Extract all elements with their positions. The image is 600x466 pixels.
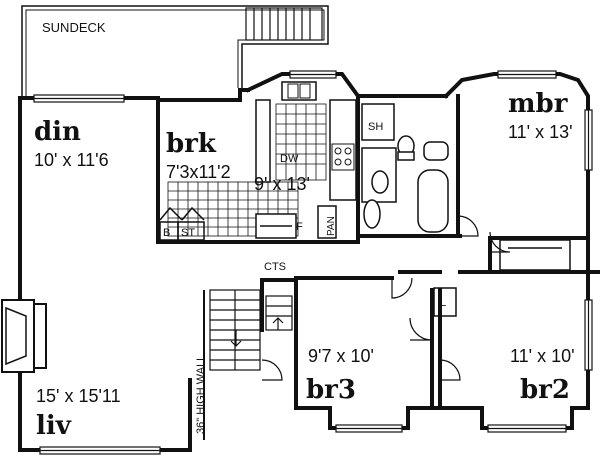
dishwasher-label: DW	[280, 153, 299, 165]
linen-label: L	[440, 297, 446, 309]
brk-name: brk	[166, 129, 217, 159]
br3-name: br3	[306, 375, 356, 405]
pantry	[317, 205, 337, 239]
windows	[33, 70, 593, 455]
sundeck	[21, 5, 329, 98]
st-label: ST	[181, 227, 195, 239]
din-dims: 10' x 11'6	[34, 150, 109, 170]
b-label: B	[163, 227, 170, 239]
fridge-label: F	[296, 221, 303, 233]
doors	[261, 215, 511, 381]
liv-dims: 15' x 15'11	[36, 386, 121, 406]
deck-stairs	[245, 7, 323, 41]
liv-name: liv	[36, 411, 72, 441]
fireplace-icon	[1, 299, 47, 373]
mbr-name: mbr	[508, 89, 568, 119]
mbr-dims: 11' x 13'	[508, 122, 573, 142]
range-icon	[331, 143, 355, 171]
br2-name: br2	[520, 375, 570, 405]
br2-dims: 11' x 10'	[510, 346, 575, 366]
stairs	[203, 289, 293, 440]
closets	[433, 239, 571, 317]
din-name: din	[34, 117, 81, 147]
pantry-label: PAN	[326, 216, 337, 236]
sundeck-label: SUNDECK	[42, 20, 106, 35]
bathroom-fixtures	[361, 103, 449, 233]
kitchen-dims: 9' x 13'	[254, 174, 310, 194]
storage-closets	[159, 206, 205, 241]
brk-dims: 7'3x11'2	[166, 162, 231, 182]
high-wall-label: 36" HIGH WALL	[195, 355, 207, 434]
br3-dims: 9'7 x 10'	[308, 346, 374, 366]
cts-label: CTS	[264, 261, 286, 273]
shower-label: SH	[368, 121, 383, 133]
refrigerator-icon	[255, 213, 297, 239]
